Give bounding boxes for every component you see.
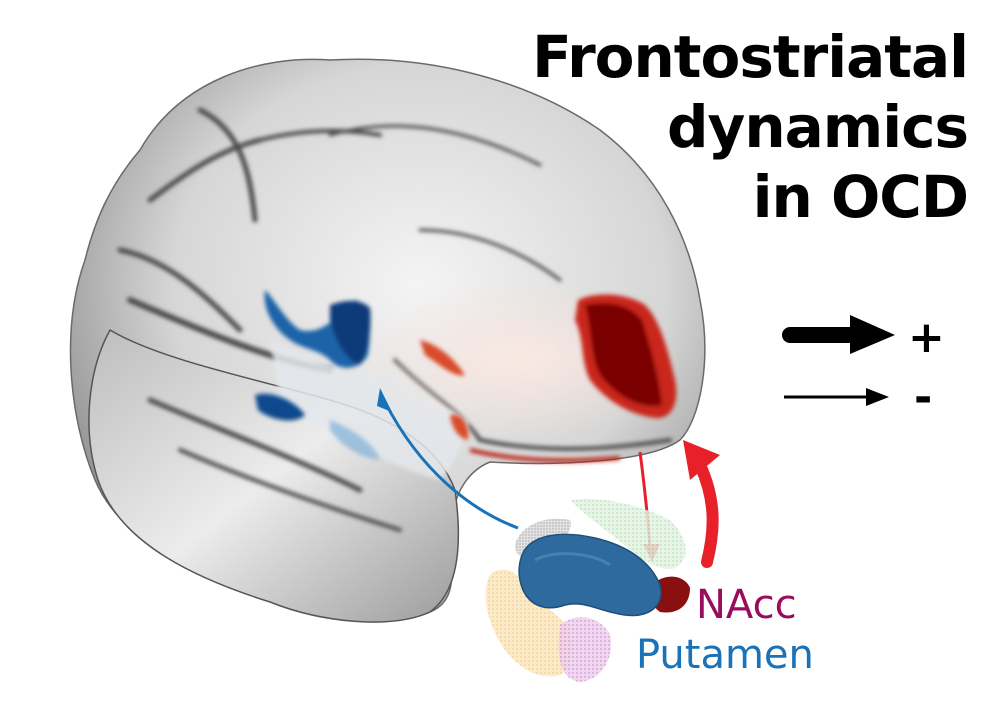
thick-arrowhead-icon [850, 315, 895, 354]
thin-arrowhead-icon [866, 388, 889, 406]
title-line-2: dynamics [667, 93, 969, 161]
mesh-structure-purple [558, 617, 611, 682]
mesh-structure-green [570, 498, 686, 569]
positive-cluster-frontal [420, 294, 677, 463]
arrows [377, 388, 720, 568]
nacc-to-cortex-arrow [694, 459, 719, 568]
striatum-render [485, 498, 690, 682]
legend [782, 315, 895, 406]
legend-positive-label: + [908, 312, 945, 363]
legend-negative-label: - [914, 372, 933, 423]
arrowhead-red-thick [683, 440, 720, 480]
negative-cluster-insula [255, 290, 380, 460]
arrowhead-blue [377, 388, 392, 412]
mesh-structure-yellow [485, 569, 572, 677]
figure-title: Frontostriatal dynamics in OCD [532, 22, 969, 232]
putamen-to-insula-arrow [383, 401, 519, 530]
putamen-label: Putamen [636, 632, 814, 678]
title-line-1: Frontostriatal [532, 23, 969, 91]
title-line-3: in OCD [752, 163, 969, 231]
nacc-label: NAcc [696, 582, 797, 628]
